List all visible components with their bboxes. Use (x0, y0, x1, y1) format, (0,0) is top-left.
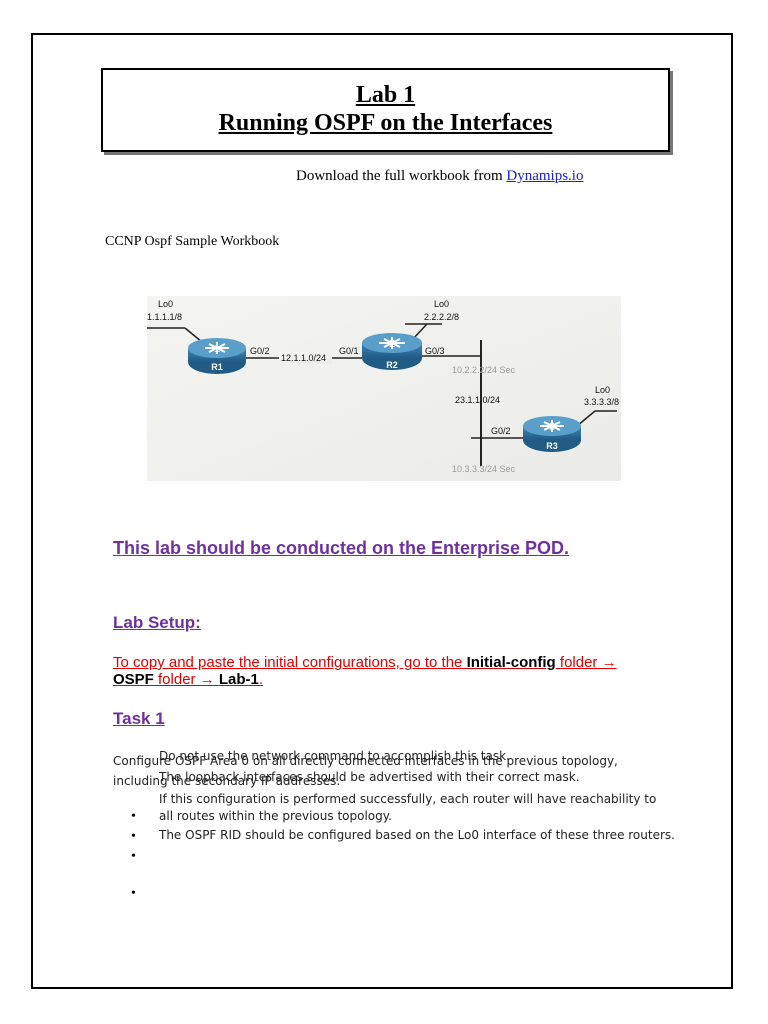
setup-text-start: To copy and paste the initial configurat… (113, 654, 467, 671)
setup-arrow-1: folder → (555, 654, 617, 671)
r2-lo-ip: 2.2.2.2/8 (424, 312, 459, 322)
lab-title: Lab 1 (355, 82, 416, 108)
r2-intf-right-label: G0/3 (425, 346, 445, 356)
r1-lo-ip: 1.1.1.1/8 (147, 312, 182, 322)
bullet-4: • (131, 886, 136, 901)
r2-lo-label: Lo0 (434, 299, 449, 309)
r3-number: 3 (549, 421, 555, 433)
router-r1-icon (188, 338, 246, 374)
title-box: Lab 1 Running OSPF on the Interfaces (101, 68, 670, 152)
download-line: Download the full workbook from Dynamips… (296, 168, 583, 185)
task1-line3: If this configuration is performed succe… (159, 792, 657, 806)
task1-line4: all routes within the previous topology. (159, 809, 392, 823)
task1-intro-line2: including the secondary IP addresses. (113, 774, 341, 788)
bullet-2: • (131, 829, 136, 844)
task1-overlay-line1: Do not use the network command to accomp… (159, 749, 510, 763)
router-r3-icon (523, 416, 581, 452)
task1-overlay-line2: The loopback interfaces should be advert… (159, 770, 580, 784)
r1-intf-label: G0/2 (250, 346, 270, 356)
r2-number: 2 (389, 338, 395, 350)
lab-subtitle: Running OSPF on the Interfaces (218, 110, 553, 136)
network-topology-diagram: 1 2 3 R1 R2 R3 Lo0 1.1.1.1/8 Lo0 2.2.2.2… (147, 296, 621, 481)
r2-secondary-ip: 10.2.2.2/24 Sec (452, 365, 516, 375)
diagram-background (147, 296, 621, 481)
bullet-1: • (131, 809, 136, 824)
enterprise-note: This lab should be conducted on the Ente… (113, 538, 570, 558)
r1-name: R1 (211, 362, 223, 372)
lan-subnet: 23.1.1.0/24 (455, 395, 500, 405)
r2-name: R2 (386, 360, 398, 370)
r2-intf-left-label: G0/1 (339, 346, 359, 356)
task1-intro-line1: Configure OSPF Area 0 on all directly co… (113, 754, 618, 768)
r3-lo-ip: 3.3.3.3/8 (584, 397, 619, 407)
r1-number: 1 (214, 343, 220, 355)
page-border (31, 33, 733, 989)
ospf-folder: OSPF (113, 671, 154, 688)
lab1-folder: Lab-1 (218, 671, 259, 688)
r3-secondary-ip: 10.3.3.3/24 Sec (452, 464, 516, 474)
download-text: Download the full workbook from (296, 168, 507, 184)
r1-lo-label: Lo0 (158, 299, 173, 309)
lab-setup-instructions: To copy and paste the initial configurat… (113, 654, 673, 688)
r3-name: R3 (546, 441, 558, 451)
bullet-3: • (131, 849, 136, 864)
task1-line5: The OSPF RID should be configured based … (159, 828, 675, 842)
link-r1-r2-subnet: 12.1.1.0/24 (281, 353, 326, 363)
router-r2-icon (362, 333, 422, 370)
lab-setup-heading: Lab Setup: (113, 613, 201, 632)
r3-lo-label: Lo0 (595, 385, 610, 395)
task1-heading: Task 1 (113, 709, 165, 728)
dynamips-link[interactable]: Dynamips.io (506, 168, 584, 184)
r3-intf-label: G0/2 (491, 426, 511, 436)
setup-arrow-2: folder → (153, 671, 219, 688)
workbook-label: CCNP Ospf Sample Workbook (105, 234, 280, 249)
initial-config-folder: Initial-config (466, 654, 556, 671)
setup-period: . (258, 671, 264, 688)
